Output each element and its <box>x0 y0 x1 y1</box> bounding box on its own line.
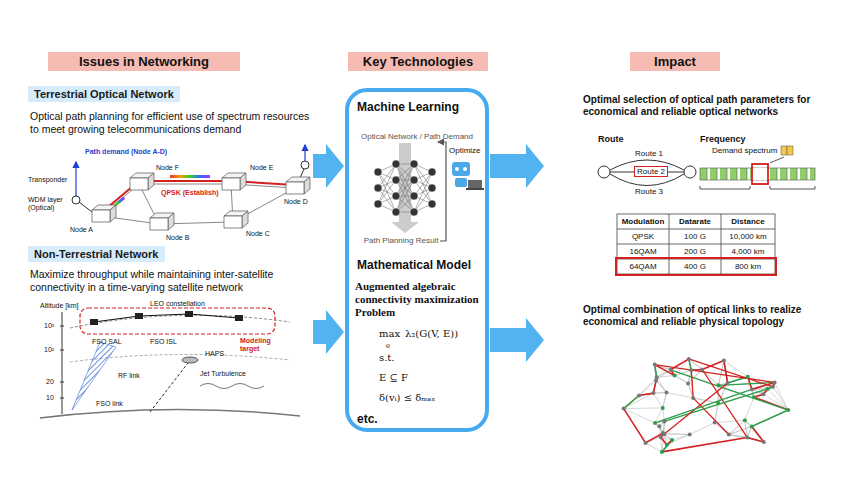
figure-label: Route 1 <box>634 149 664 158</box>
node-text: Optimal combination of optical links to … <box>583 304 828 328</box>
figure-label: Altitude [km] <box>40 302 79 310</box>
figure-label: 10² <box>44 346 54 354</box>
figure-label: FSO ISL <box>150 338 177 346</box>
node-text: Optimal selection of optical path parame… <box>583 94 828 118</box>
figure-label: LEO constellation <box>150 300 205 308</box>
node-text: Non-Terrestrial Network <box>34 248 159 260</box>
table-cell: 64QAM <box>617 259 669 274</box>
issue-region: Maximize throughput while maintaining in… <box>28 246 312 418</box>
figure-label: Path demand (Node A-D) <box>85 148 167 156</box>
node-text: Maximize throughput while maintaining in… <box>30 268 310 294</box>
node-text: Optical Network / Path Demand <box>351 132 483 141</box>
figure-label: HAPS <box>205 350 224 358</box>
impact-region: Optimal combination of optical links to … <box>545 300 830 380</box>
node-text: Optimize <box>449 146 481 155</box>
node-text: s.t. <box>379 352 395 363</box>
table-cell: 400 G <box>669 259 721 274</box>
satellite-network-figure <box>40 308 300 418</box>
table-cell: Datarate <box>669 214 721 229</box>
figure-label: Node F <box>156 164 179 172</box>
node-cube <box>224 211 248 228</box>
node-text: etc. <box>357 412 378 426</box>
node-text: Key Technologies <box>356 54 480 69</box>
topic-label: Non-Terrestrial Network <box>28 246 165 262</box>
node-cube <box>222 173 246 190</box>
technology-box: Machine LearningOptical Network / Path D… <box>345 88 489 432</box>
section-header: Issues in Networking <box>48 52 240 71</box>
figure-label: Node C <box>246 230 270 238</box>
node-cube <box>92 205 116 222</box>
node-text: Issues in Networking <box>56 54 232 69</box>
block-arrow <box>313 310 344 354</box>
block-arrow <box>490 144 544 188</box>
figure-label: FSO SAL <box>92 338 122 346</box>
node-text: Augmented algebraic connectivity maximiz… <box>355 280 481 320</box>
figure-label: Route 2 <box>634 166 668 177</box>
table-cell: 16QAM <box>617 244 669 259</box>
figure-label: Frequency <box>700 134 746 144</box>
node-text: Path Planning Result <box>351 236 451 245</box>
figure-label: Node A <box>70 226 93 234</box>
figure-label: Demand spectrum <box>712 146 777 155</box>
node-text: Machine Learning <box>357 100 459 114</box>
optical-network-figure <box>72 145 310 230</box>
figure-label: Node D <box>284 198 308 206</box>
figure-label: RF link <box>118 372 140 380</box>
figure-label: FSO link <box>96 400 123 408</box>
node-text: Impact <box>638 54 712 69</box>
node-text: E ⊆ F <box>379 372 408 383</box>
figure-label: Route 3 <box>634 187 664 196</box>
table-cell: Modulation <box>617 214 669 229</box>
section-header: Key Technologies <box>348 52 488 71</box>
node-text: Mathematical Model <box>357 258 471 272</box>
figure-label: Node E <box>250 164 273 172</box>
ml-figure <box>374 142 484 241</box>
figure-label: 20 <box>46 378 54 386</box>
table-cell: Distance <box>721 214 775 229</box>
figure-label: WDM layer (Optical) <box>28 196 68 212</box>
topology-graph <box>622 357 791 454</box>
figure-label: Modeling target <box>240 337 280 353</box>
node-text: Optical path planning for efficient use … <box>30 110 310 136</box>
node-cube <box>130 173 154 190</box>
figure-label: Route <box>598 134 624 144</box>
figure-label: Transponder <box>28 176 67 184</box>
node-text: max <box>379 328 400 339</box>
block-arrow <box>313 144 344 188</box>
table-cell: 10,000 km <box>721 229 775 244</box>
figure-label: 10 <box>46 394 54 402</box>
node-text: λ₂(G(V, E)) <box>405 328 458 339</box>
block-arrow <box>490 318 544 362</box>
section-header: Impact <box>630 52 720 71</box>
node-text: δ(vᵢ) ≤ δₘₐₓ <box>379 392 435 403</box>
node-cube <box>286 177 310 194</box>
table-cell: 4,000 km <box>721 244 775 259</box>
figure-label: Node B <box>166 234 189 242</box>
table-cell: 100 G <box>669 229 721 244</box>
node-cube <box>150 213 174 230</box>
figure-label: 10³ <box>44 322 54 330</box>
route-figure <box>598 146 815 275</box>
topic-label: Terrestrial Optical Network <box>28 86 180 102</box>
table-cell: 200 G <box>669 244 721 259</box>
node-text: e <box>386 342 390 350</box>
table-cell: QPSK <box>617 229 669 244</box>
node-text: Terrestrial Optical Network <box>34 88 174 100</box>
table-cell: 800 km <box>721 259 775 274</box>
figure-label: QPSK (Establish) <box>160 189 220 197</box>
figure-label: Jet Turbulence <box>200 370 250 378</box>
